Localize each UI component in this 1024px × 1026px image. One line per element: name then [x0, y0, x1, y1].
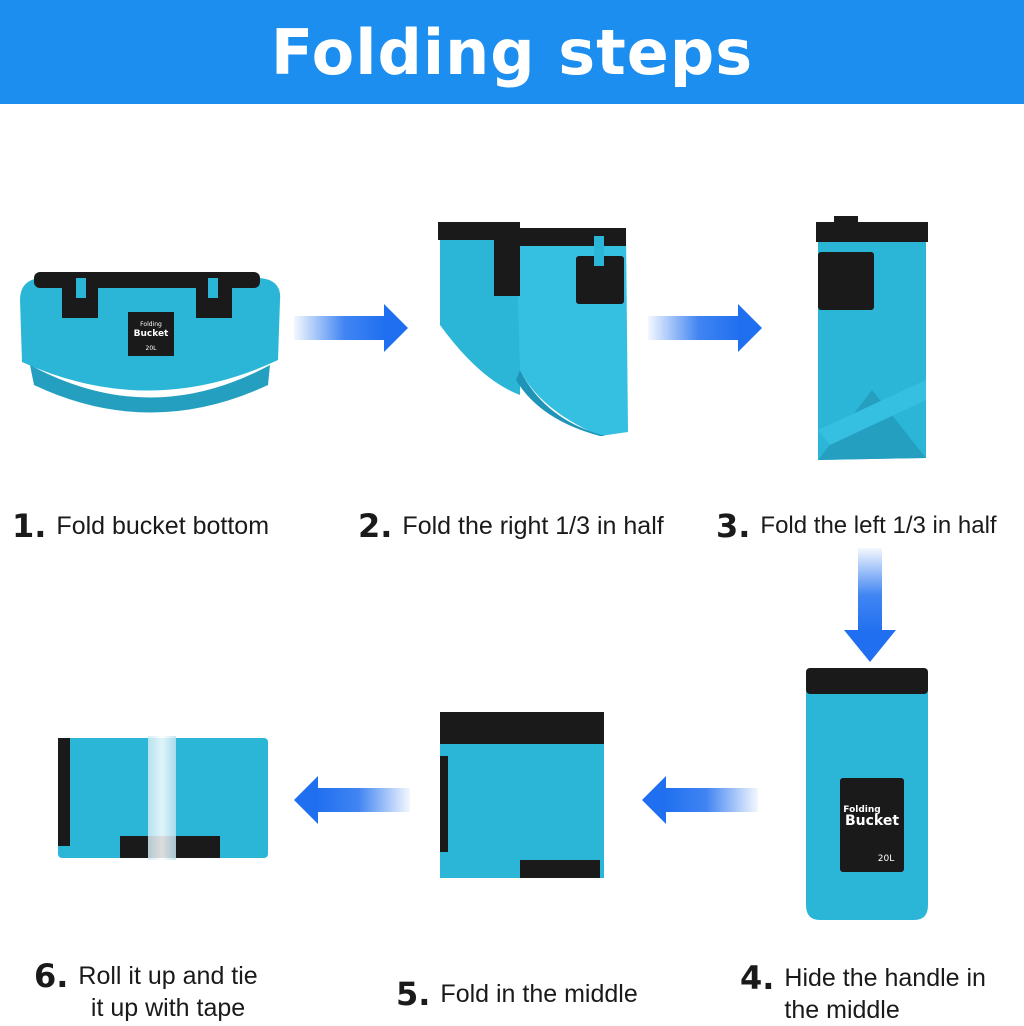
step-number: 3.	[716, 507, 751, 545]
step-3-caption: 3. Fold the left 1/3 in half	[716, 510, 997, 542]
step-5-caption: 5. Fold in the middle	[396, 978, 638, 1010]
step-text: Fold the left 1/3 in half	[760, 512, 997, 539]
step-number: 6.	[34, 957, 69, 995]
arrow-left-icon	[294, 776, 410, 824]
label-brand-top: Folding	[140, 321, 162, 328]
step-4-caption: 4. Hide the handle in the middle	[740, 962, 986, 1026]
arrow-right-icon	[648, 304, 762, 352]
step-text: Fold in the middle	[440, 980, 638, 1008]
step-4-illustration	[806, 668, 928, 920]
arrow-down-icon	[844, 548, 896, 662]
step-1-caption: 1. Fold bucket bottom	[12, 510, 269, 542]
arrow-left-icon	[642, 776, 758, 824]
step-2-illustration	[438, 222, 628, 436]
title-banner: Folding steps	[0, 0, 1024, 104]
step-text: Fold the right 1/3 in half	[402, 512, 664, 540]
arrow-right-icon	[294, 304, 408, 352]
step-number: 2.	[358, 507, 393, 545]
label-brand: Bucket	[134, 329, 169, 339]
step-1-illustration	[20, 272, 281, 413]
step-text: Roll it up and tie it up with tape	[78, 960, 257, 1024]
label-capacity: 20L	[878, 854, 894, 864]
step-2-caption: 2. Fold the right 1/3 in half	[358, 510, 664, 542]
step-number: 1.	[12, 507, 47, 545]
step-text-line: Roll it up and tie	[78, 962, 258, 990]
step-text: Fold bucket bottom	[56, 512, 270, 540]
label-capacity: 20L	[146, 345, 158, 352]
step-text-line: it up with tape	[90, 994, 246, 1022]
step-number: 5.	[396, 975, 431, 1013]
page-title: Folding steps	[270, 15, 754, 89]
step-number: 4.	[740, 959, 775, 997]
step-6-caption: 6. Roll it up and tie it up with tape	[34, 960, 258, 1024]
step-5-illustration	[440, 712, 604, 878]
step-6-illustration	[58, 736, 268, 860]
step-text-line: the middle	[784, 996, 900, 1024]
step-text: Hide the handle in the middle	[784, 962, 986, 1026]
step-3-illustration	[816, 216, 928, 460]
label-brand-top: Folding	[843, 805, 880, 815]
label-brand: Bucket	[845, 813, 899, 829]
step-text-line: Hide the handle in	[784, 964, 986, 992]
